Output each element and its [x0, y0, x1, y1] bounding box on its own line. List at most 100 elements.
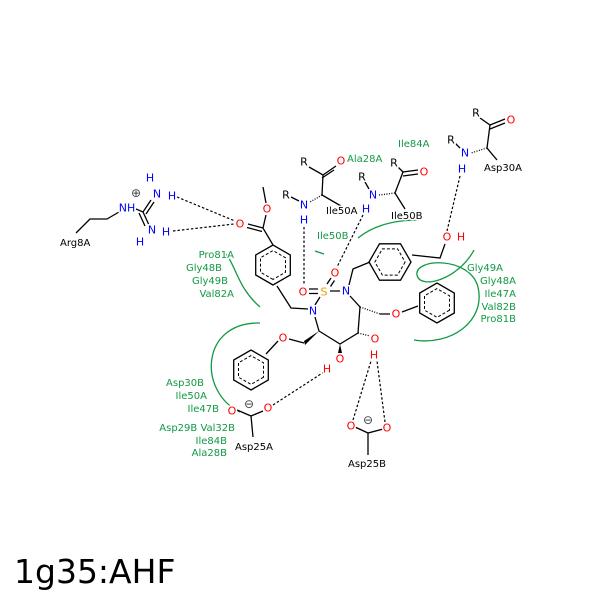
atom-r: R: [300, 156, 308, 169]
contact-arc-right: [413, 249, 480, 342]
wedge-bond: [304, 331, 319, 345]
hbond-asp25b-1: [352, 360, 372, 421]
contact-arc-left: [222, 250, 261, 308]
aromatic-bond: [374, 248, 406, 276]
hydrogen-bonds: [172, 175, 461, 423]
benzene-rings: [233, 243, 455, 391]
negative-charge-icon: ⊖: [363, 413, 373, 427]
contact-label: Gly49A: [467, 263, 503, 274]
atom-h: H: [146, 172, 154, 185]
atom-s: S: [321, 286, 328, 299]
residue-ile50a: Ile50A: [326, 206, 358, 217]
contact-label: Ile47A: [485, 289, 517, 300]
atom-labels: O O S N N O O H O H O O H O O NH N H H N…: [117, 105, 517, 436]
contact-ile50b: Ile50B: [317, 231, 349, 242]
contact-label: Asp29B Val32B: [159, 423, 235, 434]
hbond-asp25a: [272, 371, 325, 406]
contact-label: Gly49B: [192, 276, 228, 287]
hbond-asp25b-2: [376, 360, 386, 423]
residue-ile50b: Ile50B: [391, 211, 423, 222]
atom-o: O: [299, 286, 308, 299]
contact-label: Ala28B: [192, 448, 227, 459]
atom-o: O: [383, 422, 392, 435]
contact-label: Pro81A: [199, 250, 235, 261]
aromatic-bond: [424, 288, 450, 318]
contact-label: Ile84B: [196, 436, 228, 447]
atom-o: O: [263, 203, 272, 216]
atom-n: N: [309, 305, 317, 318]
residue-arg8a: Arg8A: [60, 238, 90, 249]
atom-o: O: [228, 405, 237, 418]
contact-label: Ile50A: [176, 391, 208, 402]
contact-arc-bottom: [210, 322, 261, 413]
atom-o: O: [392, 308, 401, 321]
atom-h: H: [136, 236, 144, 249]
residue-asp30a: Asp30A: [484, 163, 522, 174]
atom-r: R: [447, 134, 455, 147]
aromatic-bond: [238, 355, 264, 385]
atom-nh: NH: [119, 202, 136, 215]
hbond-asp30a: [446, 175, 461, 232]
atom-o: O: [443, 231, 452, 244]
atom-h: H: [362, 203, 370, 216]
hbond-arg8a-2: [172, 223, 235, 232]
charges: ⊕ ⊖ ⊖: [129, 185, 374, 429]
atom-n: N: [369, 189, 377, 202]
contact-label: Val82B: [481, 302, 516, 313]
contact-labels: Ala28A Ile84A Ile50B Pro81A Gly48B Gly49…: [158, 138, 518, 461]
positive-charge-icon: ⊕: [131, 186, 141, 200]
atom-o: O: [371, 333, 380, 346]
contact-label: Ile47B: [188, 404, 220, 415]
atom-r: R: [390, 157, 398, 170]
atom-r: R: [472, 107, 480, 120]
benzene-ring: [419, 282, 455, 324]
residue-asp25a: Asp25A: [235, 442, 273, 453]
residue-labels: Arg8A Ile50A Ile50B Asp30A Asp25A Asp25B: [59, 162, 524, 472]
residue-asp25b: Asp25B: [348, 459, 386, 470]
contact-label: Gly48B: [186, 263, 222, 274]
atom-h: H: [457, 231, 465, 244]
negative-charge-icon: ⊖: [244, 397, 254, 411]
aromatic-bond: [260, 250, 286, 280]
atom-o: O: [264, 402, 273, 415]
atom-o: O: [236, 218, 245, 231]
atom-n: N: [342, 285, 350, 298]
benzene-ring: [255, 244, 291, 286]
contact-label: Asp30B: [166, 378, 204, 389]
benzene-ring: [233, 349, 269, 391]
contact-ile84a: Ile84A: [398, 139, 430, 150]
atom-n: N: [148, 224, 156, 237]
contact-label: Val82A: [199, 289, 234, 300]
atom-o: O: [336, 353, 345, 366]
atom-h: H: [323, 363, 331, 376]
atom-h: H: [168, 190, 176, 203]
atom-o: O: [507, 114, 516, 127]
residue-bonds: [75, 117, 506, 455]
wedge-bond: [338, 344, 342, 353]
atom-r: R: [358, 171, 366, 184]
atom-h: H: [300, 214, 308, 227]
contact-arc-top: [357, 219, 420, 239]
atom-n: N: [461, 147, 469, 160]
hbond-arg8a-1: [176, 196, 236, 222]
complex-title: 1g35:AHF: [14, 552, 176, 591]
atom-o: O: [331, 267, 340, 280]
contact-label: Pro81B: [481, 314, 517, 325]
ligand-bonds: [246, 186, 446, 355]
contact-arc-ile50b-small: [314, 250, 325, 255]
atom-o: O: [347, 420, 356, 433]
contact-ala28a: Ala28A: [347, 154, 382, 165]
atom-h: H: [370, 349, 378, 362]
atom-n: N: [153, 188, 161, 201]
atom-o: O: [337, 155, 346, 168]
contact-label: Gly48A: [480, 276, 516, 287]
atom-n: N: [300, 199, 308, 212]
hbond-ile50b: [336, 214, 364, 268]
atom-o: O: [279, 332, 288, 345]
atom-r: R: [282, 189, 290, 202]
atom-o: O: [420, 166, 429, 179]
hydrophobic-contact-arcs: [210, 219, 480, 413]
atom-h: H: [162, 226, 170, 239]
